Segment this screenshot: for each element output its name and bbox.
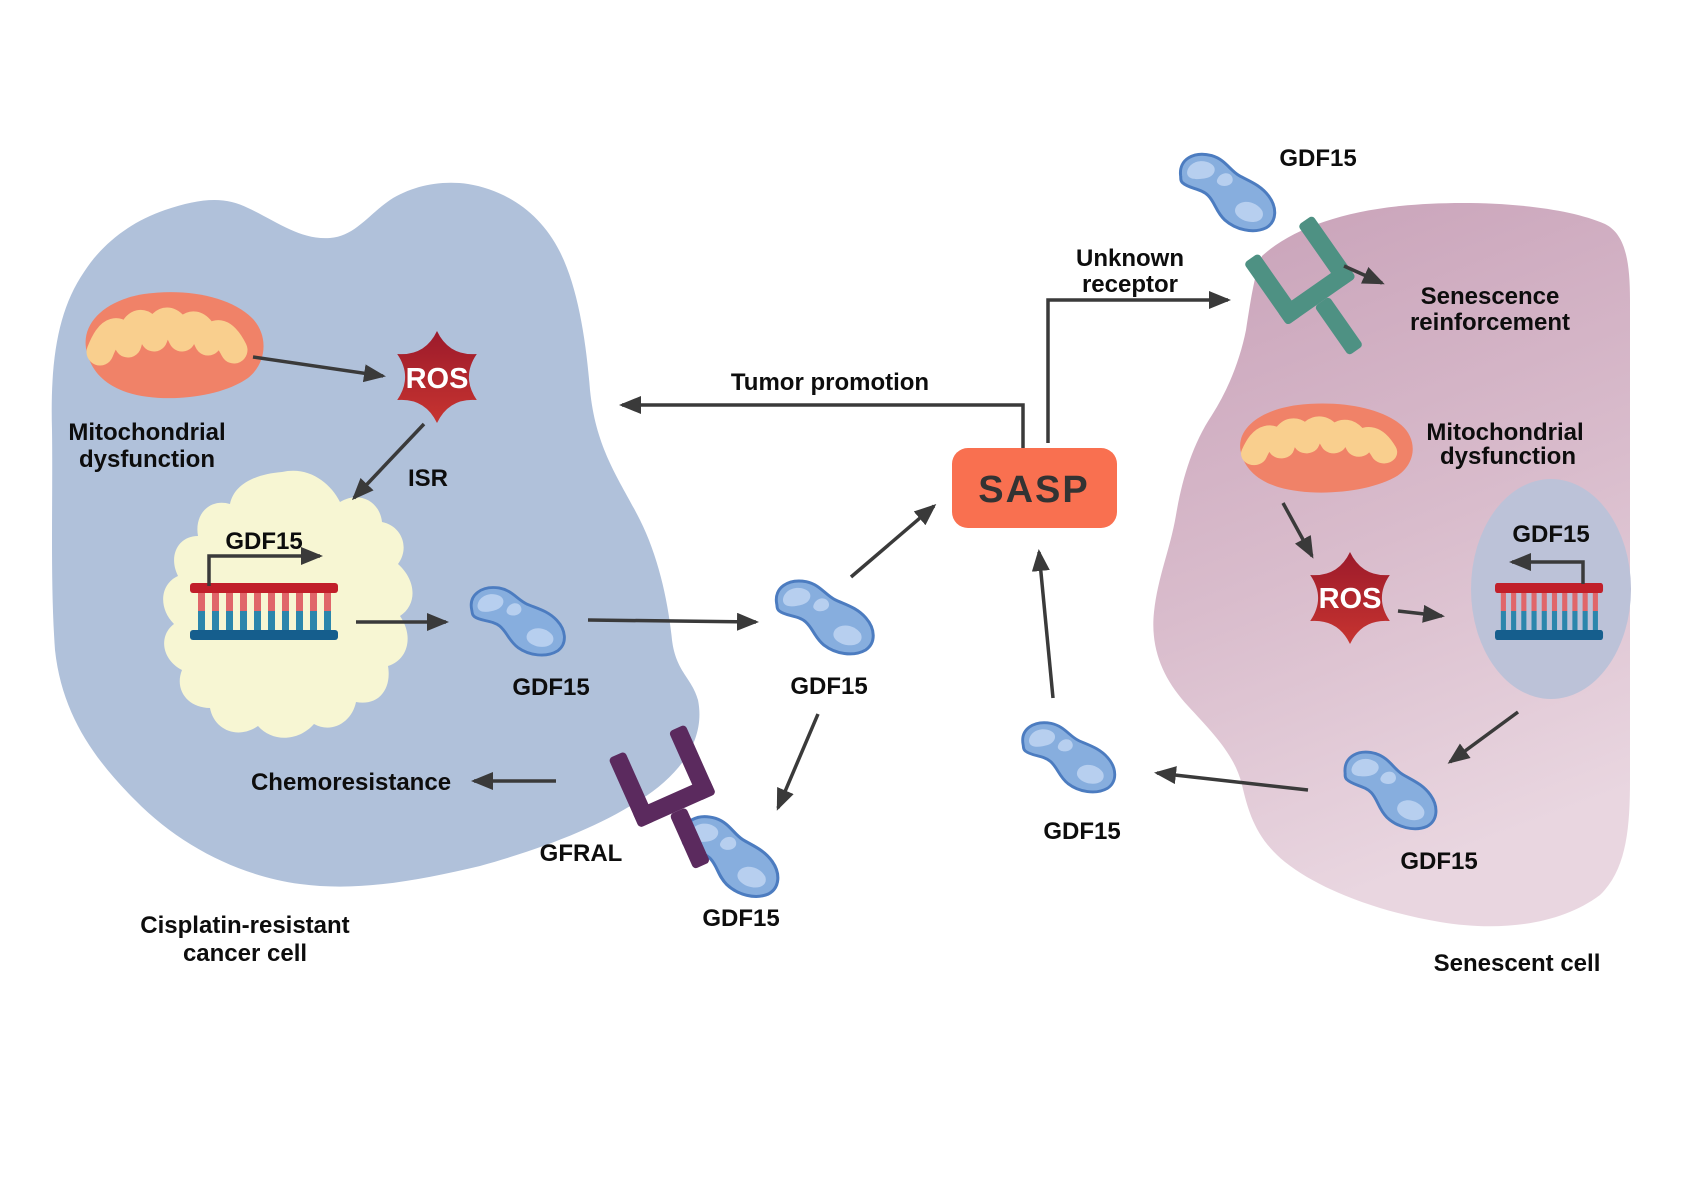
arrow-nucleus-to-protein-right — [1447, 710, 1520, 764]
gdf15-protein-icon — [1172, 149, 1284, 236]
isr-label: ISR — [408, 465, 448, 492]
arrow-group — [207, 264, 1585, 811]
arrow-ros-to-gene-right — [1397, 604, 1445, 623]
gdf15-to-sasp-label: GDF15 — [1043, 818, 1120, 845]
arrow-gdf15-to-sasp-right — [1031, 549, 1055, 699]
sasp-box — [952, 448, 1117, 528]
mitochondrial-dysfunction-right-label: dysfunction — [1440, 443, 1576, 470]
arrow-sasp-tumor-promotion — [619, 396, 1025, 448]
arrow-receptor-to-senescence — [1343, 264, 1385, 285]
gdf15-protein-right-label: GDF15 — [1400, 848, 1477, 875]
senescent-cell-body — [1153, 203, 1630, 927]
mitochondrial-dysfunction-right-label: Mitochondrial — [1426, 419, 1583, 446]
chemoresistance-label: Chemoresistance — [251, 769, 451, 796]
arrow-ros-to-nucleus-isr — [351, 422, 426, 501]
gdf15-bound-label: GDF15 — [702, 905, 779, 932]
gdf15-protein-icon — [771, 577, 879, 658]
gdf15-protein-label: GDF15 — [512, 674, 589, 701]
mitochondrial-dysfunction-label: Mitochondrial — [68, 419, 225, 446]
arrow-protein-secretion-right — [1154, 766, 1309, 792]
ros-right-label: ROS — [1319, 583, 1382, 615]
arrow-gdf15-to-sasp — [849, 504, 937, 579]
gdf15-gene-label: GDF15 — [225, 528, 302, 555]
arrow-gdf15-promoter — [207, 547, 323, 586]
senescence-reinforcement-label: reinforcement — [1410, 309, 1570, 336]
arrow-sasp-to-unknown-receptor — [1046, 291, 1231, 443]
mitochondria-icon — [1240, 403, 1413, 492]
gdf15-protein-icon — [1017, 719, 1120, 795]
mitochondrial-dysfunction-label: dysfunction — [79, 446, 215, 473]
gfral-label: GFRAL — [540, 840, 623, 867]
mitochondria-icon — [86, 292, 264, 398]
tumor-promotion-label: Tumor promotion — [731, 369, 929, 396]
senescence-reinforcement-label: Senescence — [1421, 283, 1560, 310]
arrow-mito-to-ros-right — [1281, 502, 1314, 559]
cancer-cell-title: cancer cell — [183, 940, 307, 967]
unknown-receptor-label: receptor — [1082, 271, 1178, 298]
gdf15-gene-right-label: GDF15 — [1512, 521, 1589, 548]
gdf15-mid-label: GDF15 — [790, 673, 867, 700]
cancer-cell-title: Cisplatin-resistant — [140, 912, 349, 939]
gdf15-top-label: GDF15 — [1279, 145, 1356, 172]
arrow-gdf15-to-gfral — [776, 713, 820, 811]
arrow-gdf15-promoter-right — [1509, 553, 1585, 584]
arrow-mito-to-ros — [252, 355, 386, 383]
senescent-cell-title: Senescent cell — [1434, 950, 1601, 977]
sasp-label: SASP — [978, 469, 1089, 511]
unknown-receptor-label: Unknown — [1076, 245, 1184, 272]
ros-label: ROS — [406, 363, 469, 395]
arrow-protein-secretion — [587, 612, 759, 631]
